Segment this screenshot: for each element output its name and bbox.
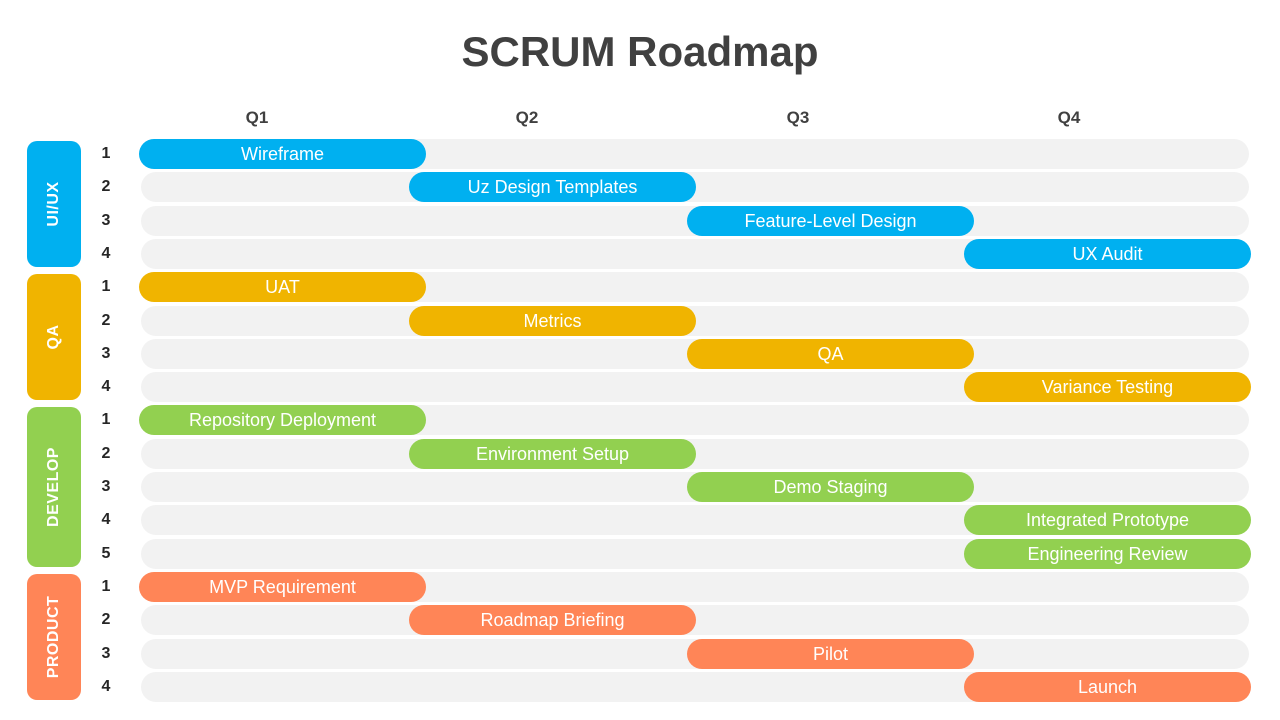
row-number: 3 [101, 344, 111, 362]
task-bar[interactable]: Launch [964, 671, 1251, 702]
row-number: 3 [101, 644, 111, 662]
row-number: 2 [101, 611, 111, 629]
group-label-ui-ux: UI/UX [27, 141, 81, 267]
row-number: 4 [101, 378, 111, 396]
task-bar[interactable]: Demo Staging [687, 472, 974, 502]
group-label-text: UI/UX [45, 181, 62, 227]
row-number: 2 [101, 178, 111, 196]
quarter-label-2: Q2 [515, 108, 539, 127]
row-number: 1 [101, 278, 111, 296]
row-number: 3 [101, 211, 111, 229]
task-bar[interactable]: UAT [139, 272, 426, 303]
group-label-text: QA [45, 324, 62, 350]
task-bar[interactable]: Wireframe [139, 139, 426, 169]
row-number: 4 [101, 511, 111, 529]
task-bar[interactable]: Integrated Prototype [964, 505, 1251, 536]
row-number: 4 [101, 244, 111, 262]
row-number: 1 [101, 577, 111, 595]
task-bar[interactable]: Variance Testing [964, 372, 1251, 403]
group-label-develop: DEVELOP [27, 407, 81, 567]
row-number: 5 [101, 544, 111, 562]
task-bar[interactable]: Repository Deployment [139, 405, 426, 436]
task-bar[interactable]: UX Audit [964, 238, 1251, 269]
group-label-product: PRODUCT [27, 573, 81, 700]
task-bar[interactable]: Environment Setup [409, 438, 696, 469]
group-label-text: PRODUCT [45, 595, 62, 679]
task-bar[interactable]: Feature-Level Design [687, 205, 974, 236]
row-number: 1 [101, 411, 111, 429]
task-bar[interactable]: QA [687, 338, 974, 369]
task-bar[interactable]: Metrics [409, 305, 696, 336]
group-label-text: DEVELOP [45, 447, 62, 527]
task-bar[interactable]: Roadmap Briefing [409, 605, 696, 636]
row-number: 1 [101, 145, 111, 162]
group-label-qa: QA [27, 274, 81, 401]
task-bar[interactable]: MVP Requirement [139, 571, 426, 602]
quarter-label-3: Q3 [786, 108, 810, 127]
quarter-label-1: Q1 [245, 108, 269, 127]
quarter-label-4: Q4 [1057, 108, 1081, 127]
page-title: SCRUM Roadmap [461, 28, 819, 75]
row-number: 3 [101, 478, 111, 495]
task-bar[interactable]: Pilot [687, 638, 974, 669]
row-number: 2 [101, 311, 111, 329]
row-number: 2 [101, 444, 111, 462]
task-bar[interactable]: Engineering Review [964, 538, 1251, 569]
row-number: 4 [101, 677, 111, 695]
task-bar[interactable]: Uz Design Templates [409, 172, 696, 203]
